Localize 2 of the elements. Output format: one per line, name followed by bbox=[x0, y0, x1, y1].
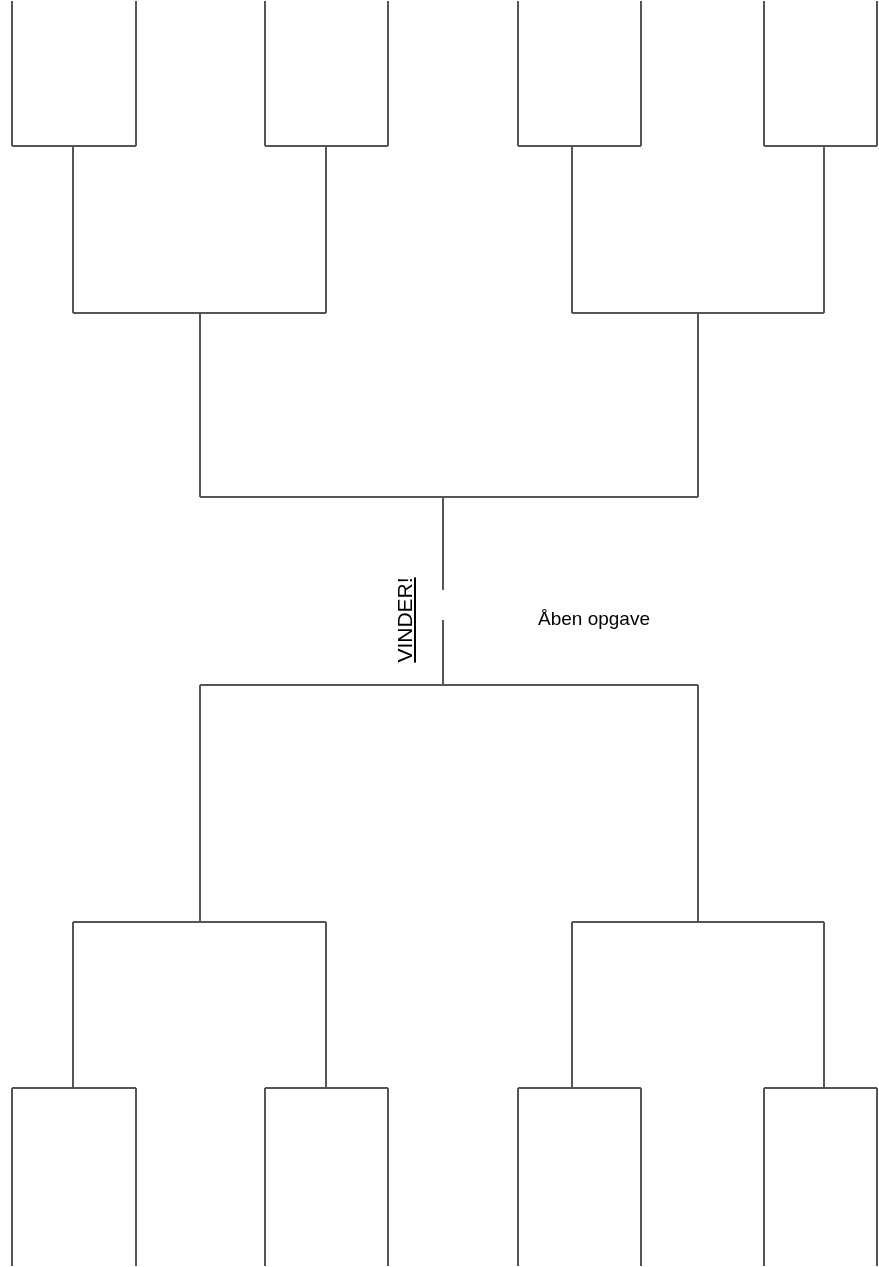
winner-label: VINDER! bbox=[393, 577, 417, 663]
note-text: Åben opgave bbox=[538, 608, 650, 630]
